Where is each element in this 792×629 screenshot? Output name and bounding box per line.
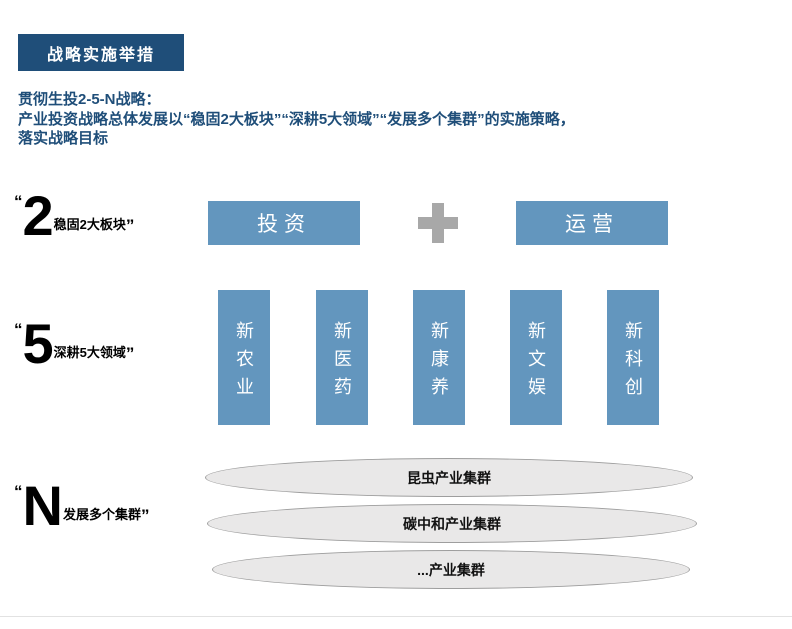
cluster-ellipse-carbon: 碳中和产业集群	[207, 504, 697, 543]
field-box-culture: 新文娱	[510, 290, 562, 425]
field-box-scitech-label: 新科创	[623, 320, 643, 405]
cluster-ellipse-more-label: ...产业集群	[417, 561, 485, 578]
row-n-number: N	[22, 474, 63, 537]
field-box-scitech: 新科创	[607, 290, 659, 425]
field-box-medicine-label: 新医药	[332, 320, 352, 405]
row-5-close-quote: ”	[125, 343, 135, 363]
title-badge: 战略实施举措	[18, 34, 184, 71]
row-2-caption: 稳固2大板块	[53, 216, 126, 232]
cluster-ellipse-insect-label: 昆虫产业集群	[407, 469, 491, 486]
cluster-ellipse-more: ...产业集群	[212, 550, 690, 589]
row-n-open-quote: “	[14, 482, 23, 501]
invest-box-label: 投资	[257, 213, 311, 236]
row-2-label: “ 2 稳固2大板块 ”	[14, 184, 135, 247]
intro-line-2: 落实战略目标	[18, 130, 109, 147]
cluster-ellipse-insect: 昆虫产业集群	[205, 458, 693, 497]
row-5-number: 5	[22, 312, 54, 375]
title-badge-label: 战略实施举措	[46, 46, 155, 64]
row-n-close-quote: ”	[140, 505, 150, 525]
field-box-wellness: 新康养	[413, 290, 465, 425]
intro-line-1: 产业投资战略总体发展以“稳固2大板块”“深耕5大领域”“发展多个集群”的实施策略…	[18, 111, 575, 128]
plus-icon	[418, 203, 458, 243]
row-n-caption: 发展多个集群	[62, 506, 141, 522]
operate-box-label: 运营	[565, 213, 619, 236]
bottom-divider	[0, 616, 792, 617]
row-2-close-quote: ”	[125, 215, 135, 235]
field-box-wellness-label: 新康养	[429, 320, 449, 405]
intro-paragraph: 贯彻生投2-5-N战略： 产业投资战略总体发展以“稳固2大板块”“深耕5大领域”…	[18, 90, 768, 148]
invest-box: 投资	[208, 201, 360, 245]
field-box-culture-label: 新文娱	[526, 320, 546, 405]
field-box-agriculture-label: 新农业	[234, 320, 254, 405]
row-5-open-quote: “	[14, 320, 23, 339]
field-box-agriculture: 新农业	[218, 290, 270, 425]
row-2-number: 2	[22, 184, 54, 247]
cluster-ellipse-carbon-label: 碳中和产业集群	[403, 515, 501, 532]
row-n-label: “ N 发展多个集群 ”	[14, 474, 150, 537]
row-5-caption: 深耕5大领域	[53, 344, 126, 360]
row-2-open-quote: “	[14, 192, 23, 211]
operate-box: 运营	[516, 201, 668, 245]
row-5-label: “ 5 深耕5大领域 ”	[14, 312, 135, 375]
field-box-medicine: 新医药	[316, 290, 368, 425]
intro-heading: 贯彻生投2-5-N战略：	[18, 91, 161, 108]
